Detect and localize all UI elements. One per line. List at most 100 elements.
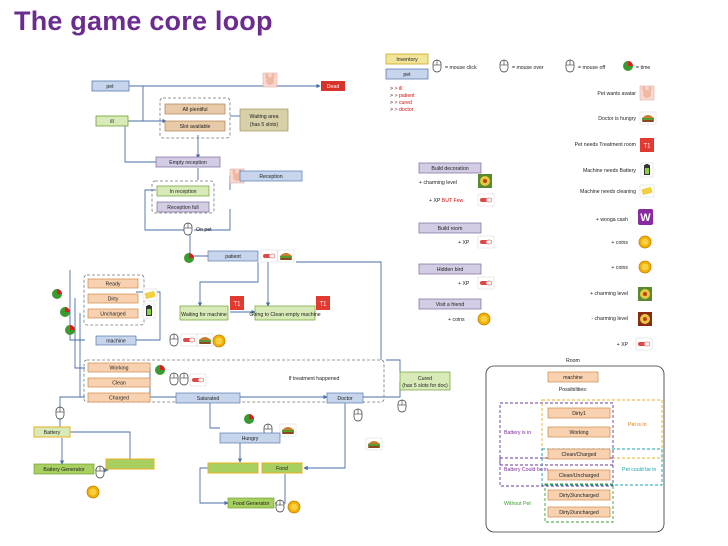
- svg-text:Build room: Build room: [438, 226, 463, 232]
- empty-reception-node: [155, 156, 221, 168]
- svg-text:Hungry: Hungry: [242, 436, 259, 442]
- pill-icon: [260, 249, 278, 263]
- timer-icon: [155, 365, 165, 375]
- svg-text:Working: Working: [110, 366, 129, 372]
- svg-text:Clean/Charged: Clean/Charged: [562, 452, 597, 458]
- hidden-bird-xp: + XP: [458, 281, 470, 287]
- pet-wants-avatar-label: Pet wants avatar: [597, 91, 636, 97]
- charming-plus-label: + charming level: [590, 291, 628, 297]
- treatment-room-icon: [230, 296, 244, 310]
- dirty3-uncharged-node: [547, 489, 611, 501]
- saturated-node: [175, 392, 241, 404]
- reception-full-node: [156, 201, 210, 213]
- mouse-click-icon: [95, 465, 105, 479]
- burger-icon: [279, 423, 297, 437]
- svg-text:Cured: Cured: [418, 376, 432, 382]
- room-label: Room: [566, 358, 580, 364]
- svg-text:Visit a friend: Visit a friend: [436, 302, 465, 308]
- food-generator-node: [227, 497, 275, 509]
- without-pet-label: Without Pet: [504, 501, 531, 507]
- mouse-click-icon: [432, 59, 442, 73]
- svg-text:pet: pet: [106, 84, 114, 90]
- svg-text:Empty reception: Empty reception: [169, 160, 207, 166]
- svg-text:Dirty: Dirty: [108, 297, 119, 303]
- pet-needs-treatment-label: Pet needs Treatment room: [575, 142, 636, 148]
- svg-text:Food Generator: Food Generator: [233, 501, 270, 507]
- svg-text:ill: ill: [110, 119, 113, 125]
- build-room-box: [418, 222, 482, 234]
- legend-inventory-box: [385, 53, 429, 65]
- reception-node: [239, 170, 303, 182]
- pill-icon: [180, 333, 198, 347]
- uncharged-node: [87, 308, 139, 319]
- pet-could-label: Pet could be in: [622, 467, 656, 473]
- svg-text:Waiting area: Waiting area: [250, 114, 279, 120]
- rewards: Build decoration + charming level + XP B…: [418, 162, 495, 326]
- dead-node: [321, 81, 345, 91]
- burger-icon: [639, 111, 657, 125]
- mouse-click-icon: [169, 372, 179, 386]
- mouse-off-icon: [565, 59, 575, 73]
- svg-text:W: W: [640, 212, 651, 224]
- legend-mouse-click: = mouse click: [445, 65, 477, 71]
- without-pet-zone: [544, 483, 614, 523]
- coin-icon: [287, 500, 301, 514]
- mouse-click-icon: [275, 499, 285, 513]
- legend-pet-label: pet: [403, 72, 411, 78]
- pill-icon: [477, 235, 495, 249]
- treatment-room-icon: [316, 296, 330, 310]
- page-title: The game core loop: [14, 6, 273, 36]
- legend-pet-box: [385, 68, 429, 80]
- xp-label: + XP: [617, 342, 629, 348]
- svg-text:Slot available: Slot available: [180, 124, 211, 130]
- svg-text:Dirty3/uncharged: Dirty3/uncharged: [559, 493, 599, 499]
- timer-icon: [184, 253, 194, 263]
- working-node: [87, 362, 151, 373]
- timer-icon: [65, 325, 75, 335]
- build-decoration-box: [418, 162, 482, 174]
- svg-text:Dirty2/uncharged: Dirty2/uncharged: [559, 510, 599, 516]
- charged-node: [87, 392, 151, 403]
- legend-time: = time: [636, 65, 650, 71]
- coin-icon: [212, 334, 226, 348]
- machine-node: [95, 335, 137, 346]
- mouse-click-icon: [179, 372, 189, 386]
- svg-text:Hidden bird: Hidden bird: [437, 267, 464, 273]
- decoration-icon: [638, 287, 652, 301]
- slot-available-node: [164, 120, 226, 132]
- mouse-over-icon: [169, 333, 179, 347]
- svg-text:In reception: In reception: [169, 189, 196, 195]
- legend-mouse-off: = mouse off: [578, 65, 606, 71]
- mouse-click-icon: [55, 406, 65, 420]
- pill-icon: [477, 193, 495, 207]
- svg-text:Battery: Battery: [44, 430, 61, 436]
- room-box: [485, 365, 665, 533]
- dirty-node: [87, 293, 139, 304]
- avatar-icon: [262, 72, 278, 88]
- going-to-clean-node: [254, 305, 316, 321]
- visit-friend-box: [418, 298, 482, 310]
- svg-text:Dirty1: Dirty1: [572, 411, 586, 417]
- legend-status-doctor: > > doctor: [390, 107, 414, 113]
- charming-minus-label: - charming level: [591, 316, 628, 322]
- coin-icon: [86, 485, 100, 499]
- battery-slot-node: [105, 458, 155, 470]
- coin-icon: [638, 235, 652, 249]
- mouse-over-icon: [499, 59, 509, 73]
- sponge-icon: [639, 184, 655, 198]
- wooga-cash-label: + wooga cash: [596, 217, 628, 223]
- sponge-icon: [142, 288, 158, 302]
- in-reception-node: [156, 185, 210, 197]
- build-room-xp: + XP: [458, 240, 470, 246]
- room-working-node: [547, 426, 611, 438]
- svg-text:Going to Clean empty machine: Going to Clean empty machine: [249, 312, 320, 318]
- svg-text:Ready: Ready: [106, 282, 121, 288]
- battery-node: [33, 426, 71, 438]
- svg-text:All plentiful: All plentiful: [182, 107, 207, 113]
- machine-needs-battery-label: Machine needs Battery: [583, 168, 636, 174]
- pet-node: [91, 80, 130, 92]
- coin-icon: [638, 260, 652, 274]
- timer-icon: [60, 307, 70, 317]
- ill-node: [95, 115, 129, 127]
- cured-node: [399, 371, 451, 391]
